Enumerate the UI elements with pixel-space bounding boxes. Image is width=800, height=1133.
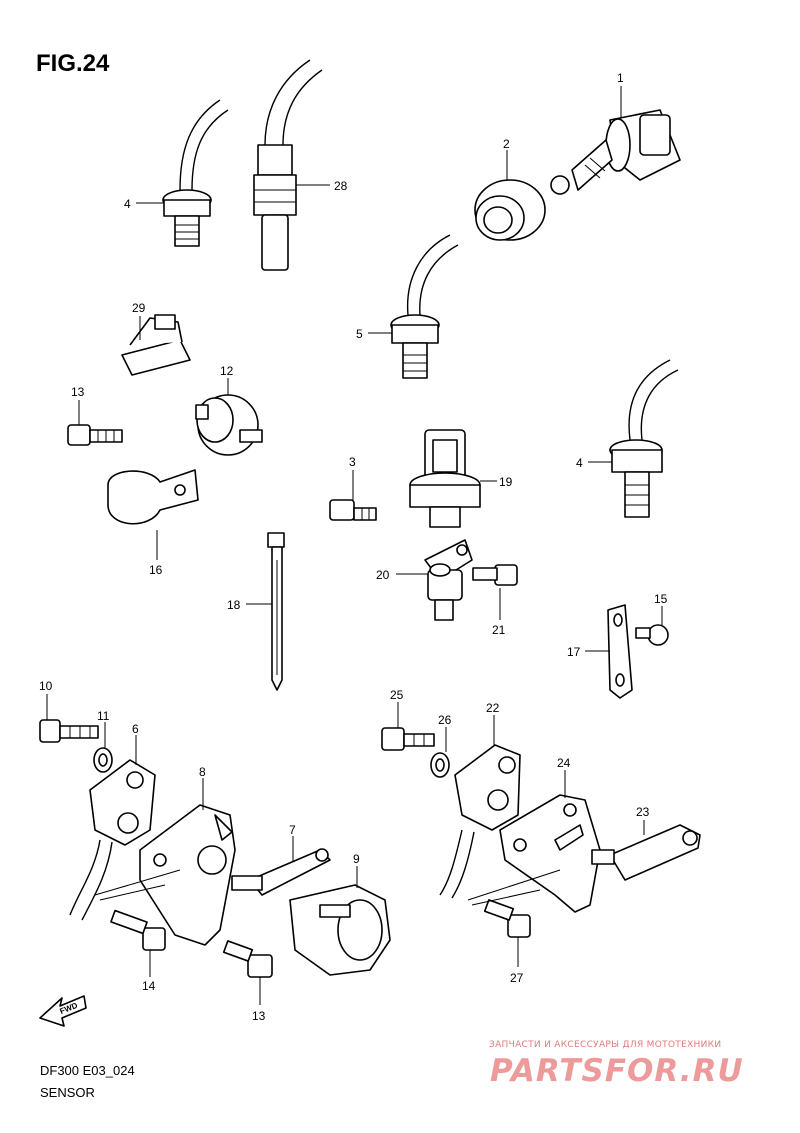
callout-9: 9 bbox=[353, 852, 360, 866]
part-5-illustration bbox=[390, 234, 459, 379]
right-assembly-illustration bbox=[381, 727, 701, 938]
callout-13-upper: 13 bbox=[71, 385, 85, 399]
callout-15: 15 bbox=[654, 592, 668, 606]
callout-13-lower: 13 bbox=[252, 1009, 266, 1023]
callout-4-right: 4 bbox=[576, 456, 583, 470]
callout-2: 2 bbox=[503, 137, 510, 151]
callout-18: 18 bbox=[227, 598, 241, 612]
part-4-top-illustration bbox=[162, 99, 229, 247]
callout-17: 17 bbox=[567, 645, 581, 659]
model-code: DF300 E03_024 bbox=[40, 1063, 135, 1078]
callout-25: 25 bbox=[390, 688, 404, 702]
callout-11: 11 bbox=[97, 709, 110, 723]
callout-29: 29 bbox=[132, 301, 146, 315]
part-20-illustration bbox=[424, 539, 473, 621]
part-18-illustration bbox=[267, 532, 285, 691]
callout-16: 16 bbox=[149, 563, 163, 577]
callout-22: 22 bbox=[486, 701, 500, 715]
callout-20: 20 bbox=[376, 568, 390, 582]
callout-23: 23 bbox=[636, 805, 650, 819]
callout-14: 14 bbox=[142, 979, 156, 993]
part-12-illustration bbox=[195, 394, 263, 456]
callout-1: 1 bbox=[617, 71, 624, 85]
callout-leaders bbox=[46, 86, 663, 1005]
part-19-illustration bbox=[409, 429, 481, 528]
callout-21: 21 bbox=[492, 623, 506, 637]
callout-6: 6 bbox=[132, 722, 139, 736]
part-15-illustration bbox=[635, 624, 669, 646]
forward-arrow-icon: FWD bbox=[39, 995, 87, 1027]
part-16-illustration bbox=[107, 469, 199, 525]
callout-24: 24 bbox=[557, 756, 571, 770]
section-name: SENSOR bbox=[40, 1085, 95, 1100]
callout-10: 10 bbox=[39, 679, 53, 693]
watermark-tagline: ЗАПЧАСТИ И АКСЕССУАРЫ ДЛЯ МОТОТЕХНИКИ bbox=[489, 1040, 722, 1050]
part-28-illustration bbox=[253, 59, 323, 271]
part-17-illustration bbox=[607, 604, 633, 699]
callout-7: 7 bbox=[289, 823, 296, 837]
watermark-logo: PARTSFOR.RU bbox=[490, 1053, 744, 1089]
callout-27: 27 bbox=[510, 971, 524, 985]
callout-19: 19 bbox=[499, 475, 513, 489]
part-21-illustration bbox=[472, 564, 518, 586]
left-assembly-illustration bbox=[39, 719, 391, 978]
callout-labels: 1 2 3 4 4 5 6 7 8 9 10 11 12 13 13 14 15… bbox=[39, 71, 668, 1023]
callout-3: 3 bbox=[349, 455, 356, 469]
part-2-illustration bbox=[474, 179, 546, 241]
callout-12: 12 bbox=[220, 364, 234, 378]
part-3-illustration bbox=[329, 499, 377, 521]
callout-28: 28 bbox=[334, 179, 348, 193]
figure-title: FIG.24 bbox=[36, 50, 110, 77]
callout-5: 5 bbox=[356, 327, 363, 341]
callout-26: 26 bbox=[438, 713, 452, 727]
callout-4-top: 4 bbox=[124, 197, 131, 211]
part-4-right-illustration bbox=[609, 359, 679, 518]
part-1-illustration bbox=[550, 109, 681, 195]
part-29-illustration bbox=[121, 314, 191, 376]
callout-8: 8 bbox=[199, 765, 206, 779]
part-13-upper-illustration bbox=[67, 424, 123, 446]
